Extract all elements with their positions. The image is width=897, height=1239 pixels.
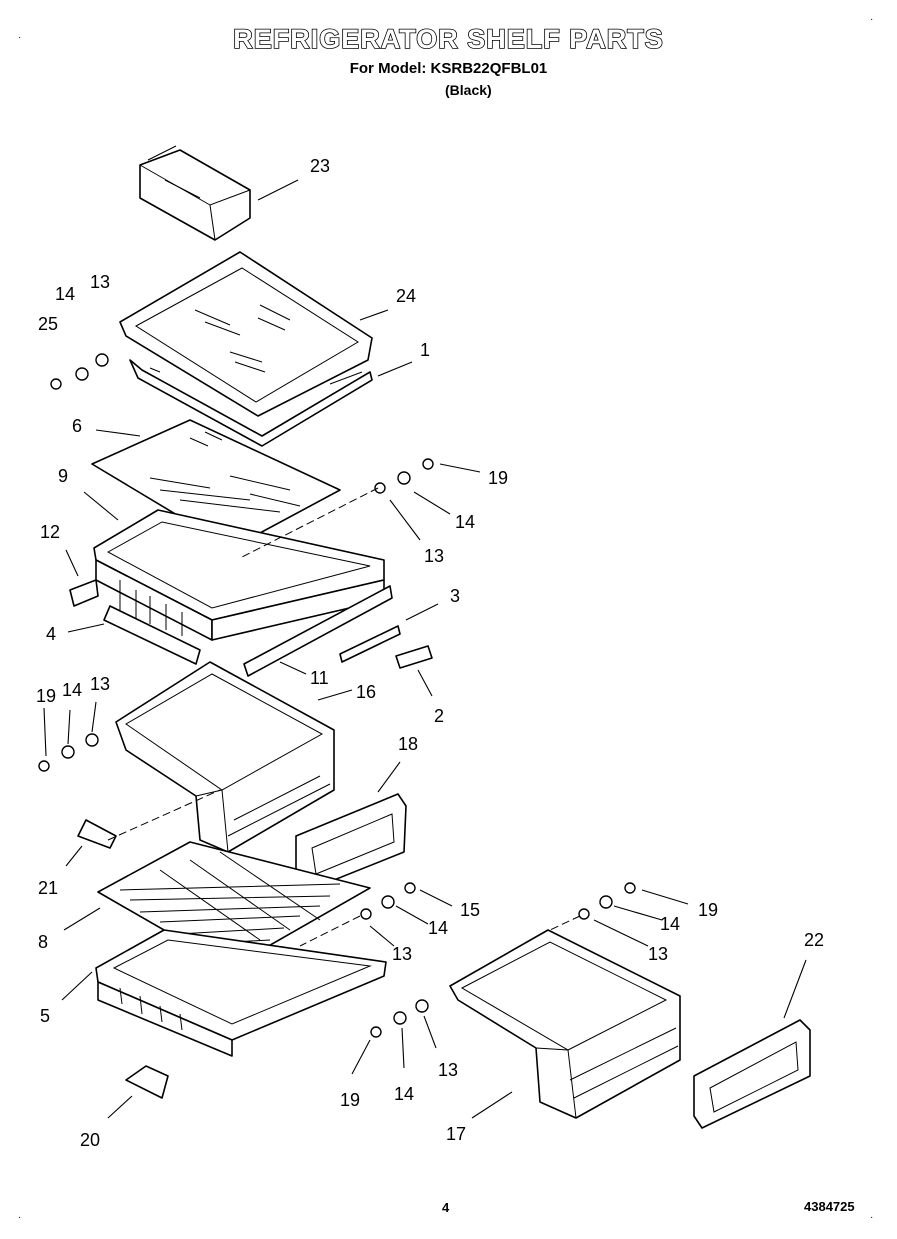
callout: 17	[446, 1124, 466, 1144]
callout: 19	[698, 900, 718, 920]
document-number: 4384725	[804, 1199, 855, 1214]
callout: 19	[36, 686, 56, 706]
callout: 14	[428, 918, 448, 938]
callout: 14	[394, 1084, 414, 1104]
callout: 15	[460, 900, 480, 920]
crop-mark: ·	[870, 14, 874, 25]
crop-mark: ·	[18, 32, 22, 43]
callout: 6	[72, 416, 82, 436]
part-9-shelf-frame	[93, 509, 385, 641]
part-2-clip	[395, 645, 433, 669]
part-21-bracket	[77, 819, 117, 849]
callout: 23	[310, 156, 330, 176]
part-22-drawer-front	[693, 1019, 811, 1129]
callout: 4	[46, 624, 56, 644]
part-1-rail	[129, 359, 373, 447]
callout: 13	[392, 944, 412, 964]
callout: 2	[434, 706, 444, 726]
part-24-top-shelf	[119, 251, 373, 417]
callout: 13	[648, 944, 668, 964]
part-23-bin	[139, 145, 251, 241]
variant-label: (Black)	[445, 82, 492, 98]
callout: 1	[420, 340, 430, 360]
callout-labels: 23 14 13 25 24 1 6 9 19 14 13 12 3 4 11 …	[36, 156, 824, 1150]
crop-mark: ·	[18, 1212, 22, 1223]
callout: 20	[80, 1130, 100, 1150]
callout: 13	[90, 272, 110, 292]
callout: 19	[340, 1090, 360, 1110]
callout: 18	[398, 734, 418, 754]
callout: 13	[90, 674, 110, 694]
callout: 9	[58, 466, 68, 486]
callout: 11	[310, 668, 329, 688]
callout: 16	[356, 682, 376, 702]
callout: 8	[38, 932, 48, 952]
part-3-strip	[339, 625, 401, 663]
alignment-line	[107, 789, 221, 841]
part-5-crisper-frame	[95, 929, 387, 1057]
hardware-group	[38, 353, 636, 1038]
crop-mark: ·	[870, 1212, 874, 1223]
callout: 24	[396, 286, 416, 306]
leader-lines	[43, 179, 807, 1119]
callout: 13	[438, 1060, 458, 1080]
alignment-line	[549, 915, 581, 931]
callout: 14	[62, 680, 82, 700]
callout: 12	[40, 522, 60, 542]
callout: 25	[38, 314, 58, 334]
callout: 14	[455, 512, 475, 532]
part-17-lower-drawer	[449, 929, 681, 1119]
callout: 21	[38, 878, 58, 898]
page-title: REFRIGERATOR SHELF PARTS	[232, 23, 664, 55]
callout: 14	[55, 284, 75, 304]
part-20-clip	[125, 1065, 169, 1099]
alignment-line	[299, 915, 361, 947]
callout: 3	[450, 586, 460, 606]
part-12-clip	[69, 579, 99, 607]
part-16-crisper-drawer	[115, 661, 335, 853]
page-number: 4	[442, 1200, 450, 1215]
callout: 22	[804, 930, 824, 950]
callout: 19	[488, 468, 508, 488]
callout: 14	[660, 914, 680, 934]
callout: 13	[424, 546, 444, 566]
callout: 5	[40, 1006, 50, 1026]
part-11-trim	[243, 585, 393, 677]
model-line: For Model: KSRB22QFBL01	[349, 60, 548, 77]
alignment-line	[239, 487, 379, 559]
part-4-trim	[103, 605, 201, 665]
